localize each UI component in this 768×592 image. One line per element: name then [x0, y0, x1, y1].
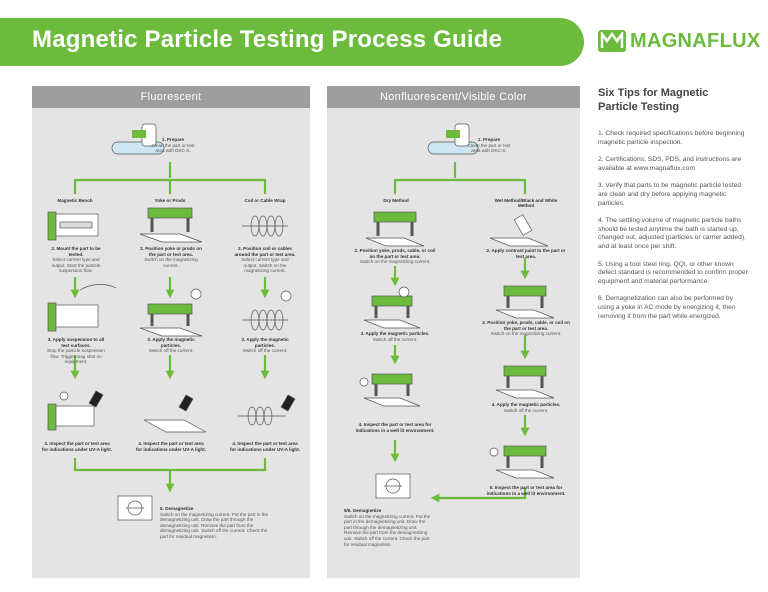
- demagnetizer-icon-visible: [375, 473, 411, 499]
- wet-yoke-icon: [495, 285, 555, 319]
- vis-wet-step4: 4. Apply the magnetic particles.Switch o…: [491, 402, 561, 413]
- fluorescent-title: Fluorescent: [32, 86, 310, 108]
- tip-item: 4. The settling volume of magnetic parti…: [598, 217, 746, 250]
- visible-panel: Nonfluorescent/Visible Color: [327, 86, 580, 578]
- fluor-yoke-step4: 4. Inspect the part or test area for ind…: [136, 441, 207, 452]
- prepare-icon-visible: [427, 123, 479, 155]
- vis-wet-step3: 3. Position yoke, prods, cable, or coil …: [482, 320, 570, 337]
- dry-yoke-icon: [365, 211, 425, 247]
- tip-item: 2. Certifications, SDS, PDS, and instruc…: [598, 156, 742, 172]
- fluor-coil-step3: 3. Apply the magnetic particles.Switch o…: [241, 337, 289, 354]
- fluor-bench-step2: 2. Mount the part to be tested.Select cu…: [51, 246, 101, 274]
- vis-wet-step2: 2. Apply contrast paint to the part or t…: [486, 248, 566, 259]
- wet-paint-icon: [489, 214, 549, 247]
- fluor-yoke-step2: 2. Position yoke or prods on the part or…: [140, 246, 202, 268]
- uv-inspect-icon-2: [143, 394, 207, 433]
- logo-mark-icon: [598, 30, 626, 52]
- tips-title: Six Tips for Magnetic Particle Testing: [598, 87, 709, 113]
- magnaflux-logo: MAGNAFLUX: [598, 28, 760, 54]
- tip-item: 5. Using a tool steel ring, QQI, or othe…: [598, 260, 748, 285]
- tip-item: 3. Verify that parts to be magnetic part…: [598, 182, 742, 207]
- dry-inspect-icon: [359, 373, 421, 407]
- demagnetizer-icon-fluor: [117, 495, 153, 521]
- fluor-coil-step4: 4. Inspect the part or test area for ind…: [230, 441, 301, 452]
- uv-inspect-icon-3: [238, 394, 296, 426]
- vis-dry-step3: 3. Apply the magnetic particles.Switch o…: [360, 331, 430, 342]
- tip-item: 6. Demagnetization can also be performed…: [598, 295, 736, 320]
- yoke-apply-icon: [139, 288, 203, 337]
- magnetic-bench-icon: [47, 211, 99, 241]
- yoke-icon: [139, 207, 203, 243]
- method-yoke-prods: Yoke or Prods: [154, 198, 186, 203]
- method-dry: Dry Method: [383, 198, 409, 203]
- method-wet: Wet Method/Black and White Method: [494, 198, 558, 208]
- visible-title: Nonfluorescent/Visible Color: [327, 86, 580, 108]
- page-title: Magnetic Particle Testing Process Guide: [32, 26, 503, 53]
- uv-inspect-icon-1: [47, 390, 104, 431]
- wet-inspect-icon: [489, 445, 555, 479]
- dry-apply-icon: [363, 286, 421, 329]
- prepare-icon-fluor: [111, 123, 165, 155]
- fluor-bench-step3: 3. Apply suspension to all test surfaces…: [47, 337, 105, 365]
- wet-apply-icon: [495, 365, 555, 399]
- coil-apply-icon: [242, 290, 292, 331]
- logo-text: MAGNAFLUX: [630, 29, 761, 52]
- header-banner: Magnetic Particle Testing Process Guide: [0, 18, 584, 66]
- vis-dry-step2: 2. Position yoke, prods, cable, or coil …: [354, 248, 436, 265]
- method-magnetic-bench: Magnetic Bench: [57, 198, 93, 203]
- vis-wet-step5: 5. Inspect the part or test area for ind…: [486, 485, 566, 496]
- fluor-coil-step2: 2. Position coil or cables around the pa…: [234, 246, 296, 274]
- tip-item: 1. Check required specifications before …: [598, 130, 745, 146]
- fluor-yoke-step3: 3. Apply the magnetic particles.Switch o…: [147, 337, 195, 354]
- coil-icon: [242, 215, 288, 237]
- vis-dry-step4: 4. Inspect the part or test area for ind…: [355, 422, 435, 433]
- tips-section: Six Tips for Magnetic Particle Testing 1…: [598, 86, 748, 321]
- fluor-bench-step4: 4. Inspect the part or test area for ind…: [42, 441, 113, 452]
- bench-apply-icon: [47, 284, 117, 332]
- method-coil-cable: Coil or Cable Wrap: [244, 198, 286, 203]
